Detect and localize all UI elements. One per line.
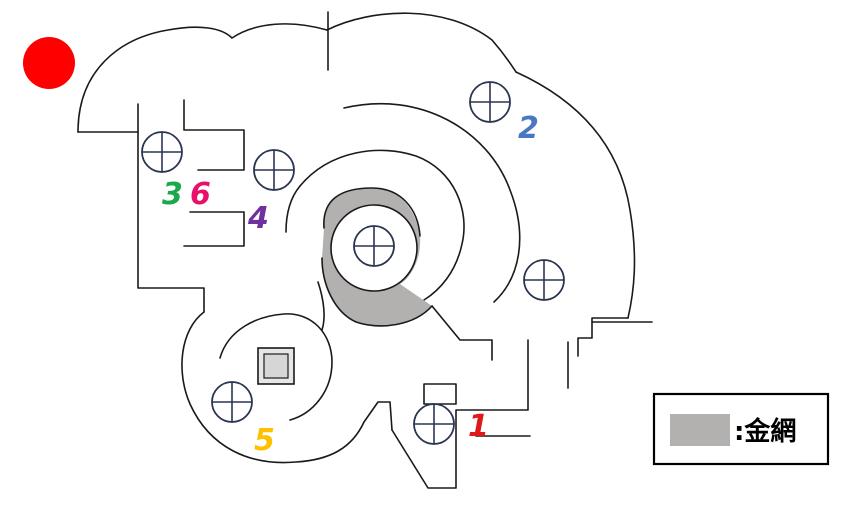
entrance-corridor-walls: [391, 339, 531, 489]
crosshair-markers: [141, 81, 565, 445]
outer-walls: [77, 11, 653, 389]
crosshair-marker-icon: [253, 149, 295, 191]
marker-number-3: 3: [162, 177, 183, 212]
crosshair-marker-icon: [211, 381, 253, 423]
marker-number-5: 5: [254, 423, 275, 458]
marker-number-1: 1: [468, 409, 489, 444]
concentric-corridor-walls: [285, 103, 521, 303]
legend-label: :金網: [734, 416, 796, 447]
start-point-red-dot-icon: [23, 37, 75, 89]
marker-number-2: 2: [518, 111, 539, 146]
left-wing-walls: [137, 99, 245, 313]
crosshair-marker-icon: [469, 81, 511, 123]
marker-number-4: 4: [247, 201, 269, 236]
legend: :金網: [652, 392, 830, 466]
marker-number-6: 6: [190, 177, 211, 212]
crosshair-marker-icon: [353, 225, 395, 267]
crosshair-marker-icon: [413, 403, 455, 445]
map-numbers: 1 2 3 4 5 6: [162, 111, 539, 458]
lower-left-room-walls: [181, 281, 393, 464]
square-box-icon: [257, 347, 295, 385]
crosshair-marker-icon: [523, 259, 565, 301]
legend-wire-mesh-swatch: [670, 414, 730, 446]
crosshair-marker-icon: [141, 131, 183, 173]
central-hub: [321, 187, 493, 361]
